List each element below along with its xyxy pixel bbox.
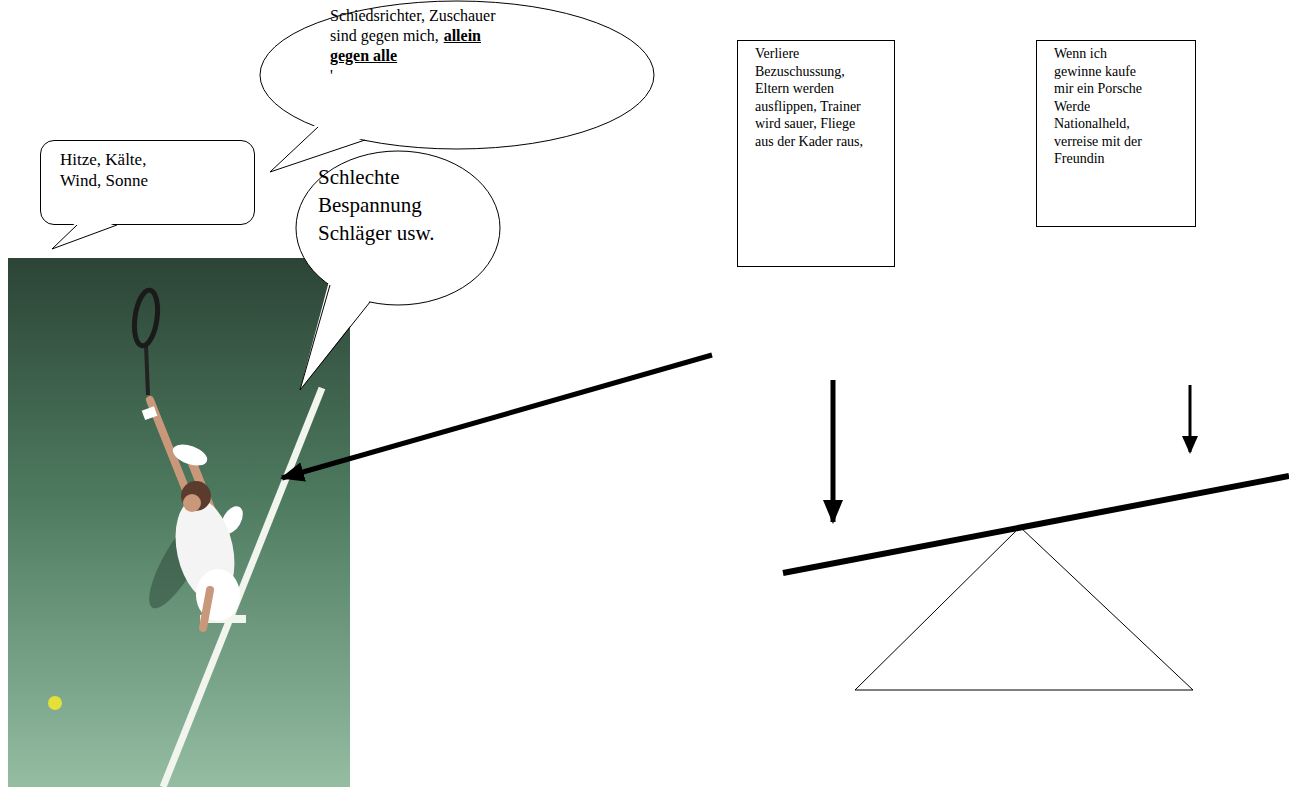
- weight-arrow: [831, 380, 836, 522]
- speech-ellipse: Schiedsrichter, Zuschauer sind gegen mic…: [259, 0, 655, 150]
- seesaw-beam: [783, 476, 1289, 573]
- bubble-tail: [52, 222, 118, 249]
- wristband: [142, 406, 158, 420]
- text-block: Hitze, Kälte, Wind, Sonne: [60, 149, 172, 191]
- text-block: Wenn ich gewinne kaufe mir ein Porsche W…: [1054, 45, 1151, 168]
- node-text: Verliere Bezuschussung, Eltern werden au…: [755, 45, 867, 150]
- bubble-tail: [300, 285, 370, 390]
- racket-handle: [146, 345, 148, 395]
- tennis-photo: [8, 258, 350, 787]
- hope-box: Wenn ich gewinne kaufe mir ein Porsche W…: [1036, 40, 1196, 227]
- speech-bubble: Hitze, Kälte, Wind, Sonne: [40, 140, 255, 225]
- ellipse-shape: [260, 1, 654, 149]
- text-block: Schlechte Bespannung Schläger usw.: [318, 163, 448, 247]
- racket-head: [131, 289, 161, 348]
- text-block: Schiedsrichter, Zuschauer sind gegen mic…: [330, 6, 502, 86]
- node-text: Schlechte Bespannung Schläger usw.: [318, 163, 448, 247]
- player-arm: [203, 590, 210, 628]
- ellipse-shape: [296, 151, 500, 305]
- player-head: [181, 481, 211, 511]
- text-block: Verliere Bezuschussung, Eltern werden au…: [755, 45, 867, 150]
- court-line: [163, 388, 322, 787]
- player-shoe: [170, 440, 210, 469]
- tennis-ball: [48, 696, 62, 710]
- bubble-tail: [52, 225, 117, 249]
- bubble-tail: [270, 124, 367, 172]
- bubble-tail: [270, 127, 365, 172]
- player-face: [183, 494, 201, 512]
- speech-ellipse: Schlechte Bespannung Schläger usw.: [295, 150, 501, 306]
- worry-box: Verliere Bezuschussung, Eltern werden au…: [737, 40, 895, 267]
- node-text: Hitze, Kälte, Wind, Sonne: [60, 149, 172, 191]
- weight-arrow: [1189, 385, 1192, 452]
- node-text: Wenn ich gewinne kaufe mir ein Porsche W…: [1054, 45, 1151, 168]
- node-text: ': [330, 66, 502, 86]
- pointer-arrow: [282, 355, 712, 478]
- bubble-tail: [300, 281, 372, 390]
